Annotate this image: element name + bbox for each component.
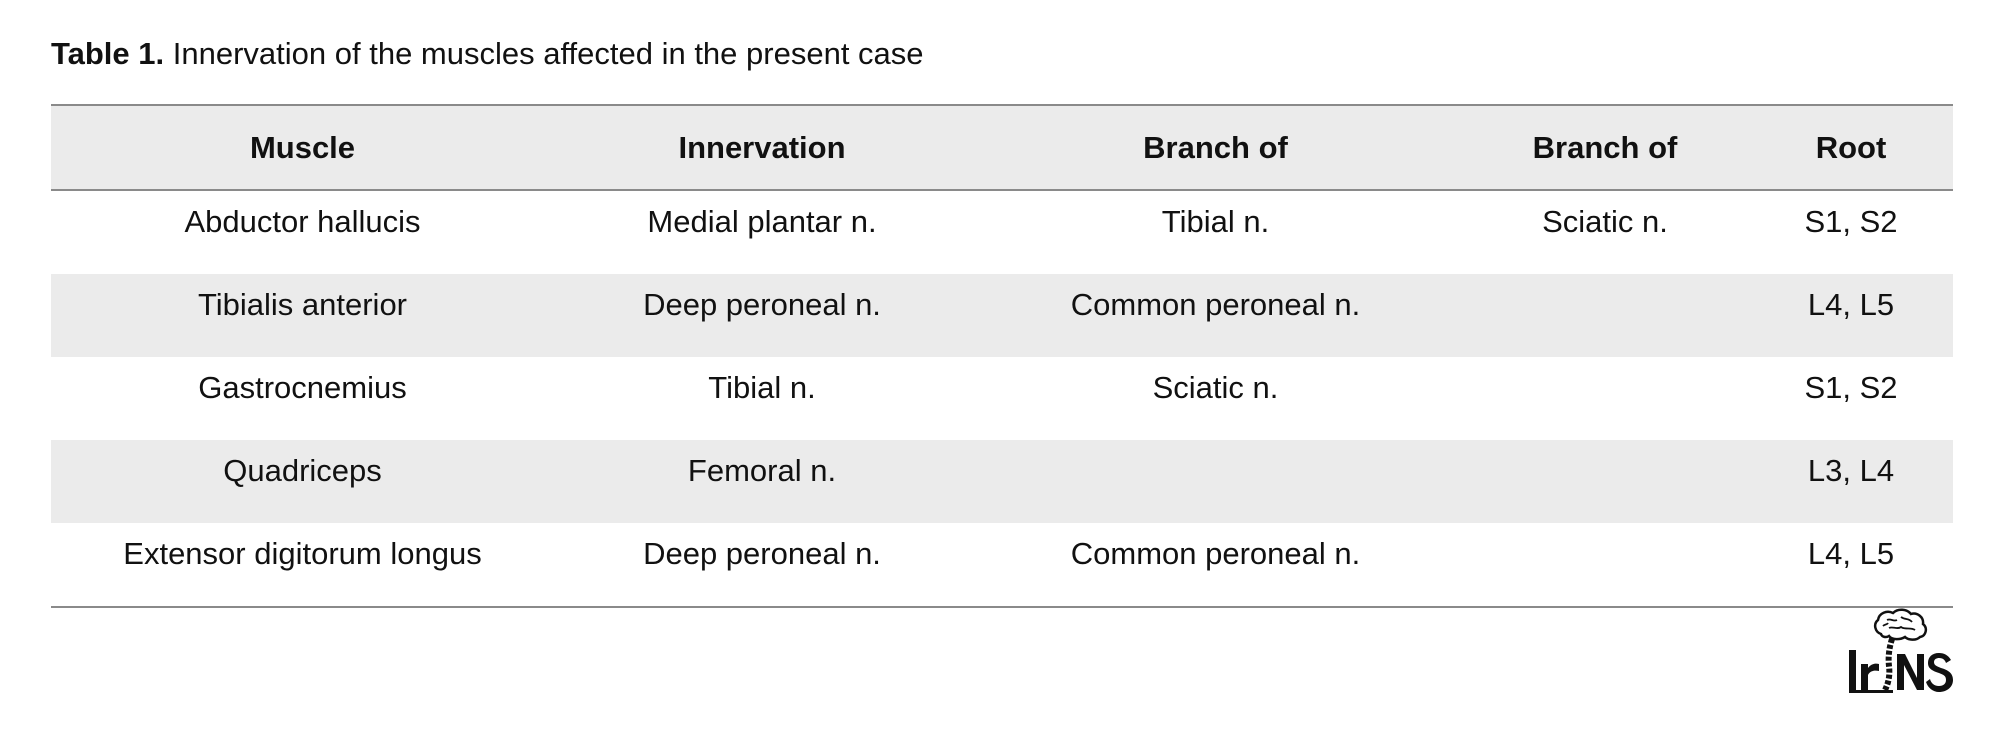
cell-root: S1, S2 <box>1804 203 1898 239</box>
brain-spine-logo-icon <box>1849 608 1953 693</box>
cell-muscle: Tibialis anterior <box>197 286 408 322</box>
table-row: Tibialis anterior Deep peroneal n. Commo… <box>51 274 1953 357</box>
innervation-table: Muscle Innervation Branch of Branch of R… <box>51 104 1953 608</box>
cell-root: L4, L5 <box>1807 535 1895 571</box>
cell-root: S1, S2 <box>1804 369 1898 405</box>
cell-innervation: Deep peroneal n. <box>643 286 881 322</box>
table-row: Quadriceps Femoral n. L3, L4 <box>51 440 1953 523</box>
cell-root: L4, L5 <box>1807 286 1895 322</box>
table-caption-label: Table 1. <box>51 36 165 71</box>
cell-branch-of-1: Common peroneal n. <box>1070 535 1361 571</box>
irns-logo <box>1845 608 1955 696</box>
table-row: Abductor hallucis Medial plantar n. Tibi… <box>51 191 1953 274</box>
header-root: Root <box>1815 129 1887 165</box>
table-caption-text: Innervation of the muscles affected in t… <box>164 36 924 71</box>
cell-innervation: Medial plantar n. <box>647 203 877 239</box>
table-header-row: Muscle Innervation Branch of Branch of R… <box>51 106 1953 191</box>
cell-muscle: Abductor hallucis <box>184 203 421 239</box>
table-caption: Table 1. Innervation of the muscles affe… <box>51 32 924 76</box>
table-row: Gastrocnemius Tibial n. Sciatic n. S1, S… <box>51 357 1953 440</box>
cell-branch-of-1: Common peroneal n. <box>1070 286 1361 322</box>
cell-innervation: Femoral n. <box>687 452 837 488</box>
cell-muscle: Extensor digitorum longus <box>123 535 482 571</box>
header-muscle: Muscle <box>249 129 356 165</box>
header-branch-of-1: Branch of <box>1143 129 1288 165</box>
cell-branch-of-1: Tibial n. <box>1161 203 1270 239</box>
cell-branch-of-1: Sciatic n. <box>1152 369 1279 405</box>
header-innervation: Innervation <box>678 129 846 165</box>
cell-root: L3, L4 <box>1807 452 1895 488</box>
cell-innervation: Tibial n. <box>708 369 816 405</box>
cell-muscle: Quadriceps <box>223 452 382 488</box>
cell-muscle: Gastrocnemius <box>198 369 407 405</box>
header-branch-of-2: Branch of <box>1532 129 1678 165</box>
table-row: Extensor digitorum longus Deep peroneal … <box>51 523 1953 606</box>
cell-branch-of-2: Sciatic n. <box>1542 203 1668 239</box>
cell-innervation: Deep peroneal n. <box>643 535 881 571</box>
